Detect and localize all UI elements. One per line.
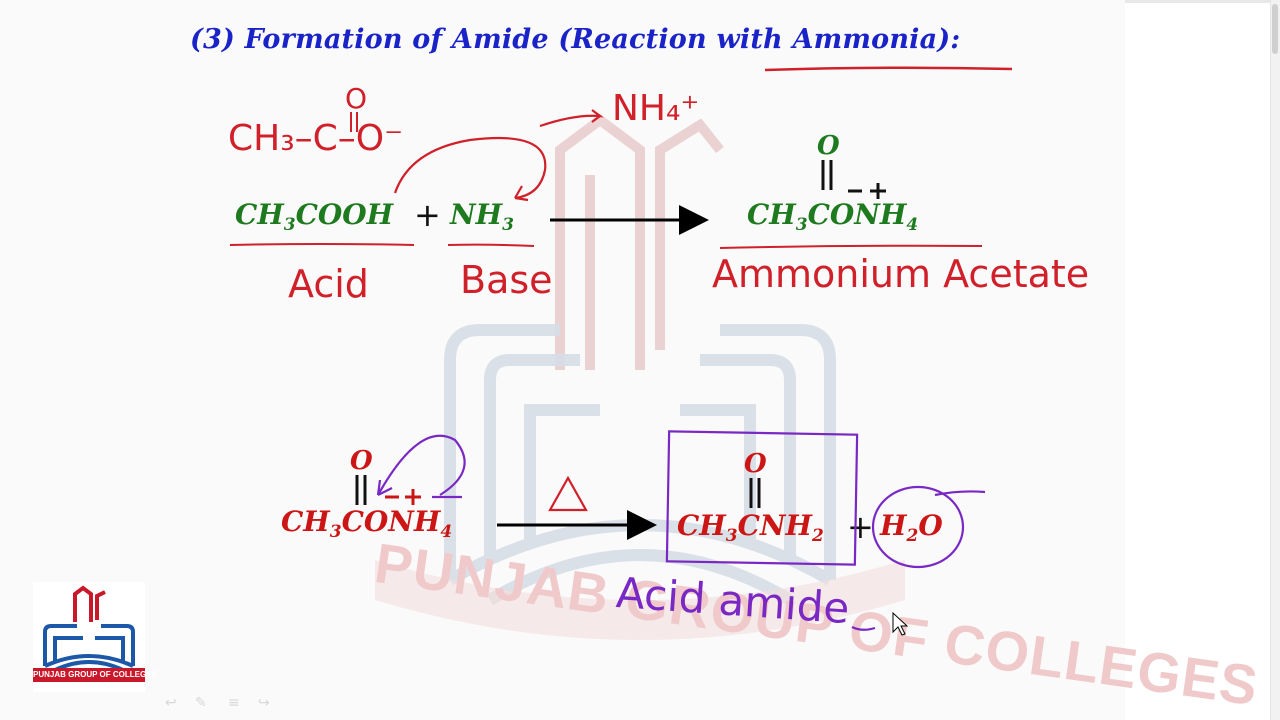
hw-ammonium-ion: NH₄⁺ [612,88,700,129]
page-title: (3) Formation of Amide (Reaction with Am… [190,24,961,55]
reactant2-ammonium-acetate: CH3CONH4 [281,505,453,542]
pen-icon[interactable]: ✎ [195,695,207,711]
charge-markers-1 [848,183,886,199]
logo-caption: PUNJAB GROUP OF COLLEGES [33,668,157,682]
product-carbonyl-oxygen: O [817,131,840,161]
reactant-acetic-acid: CH3COOH [235,198,394,235]
product2-carbonyl-oxygen: O [744,449,767,479]
double-bond-2 [355,475,367,505]
hw-ammonium-acetate-label: Ammonium Acetate [712,252,1090,296]
plus-sign-2: + [847,508,874,546]
hw-structure: CH₃–C–O⁻ [228,118,404,159]
product-ammonium-acetate: CH3CONH4 [747,198,919,235]
reactant2-carbonyl-oxygen: O [350,446,373,476]
mouse-cursor-icon [892,611,909,636]
back-arrow-icon[interactable]: ↩ [165,695,177,711]
double-bond-1 [821,160,833,190]
scrollbar-thumb[interactable] [1272,4,1278,54]
reactant-ammonia: NH3 [450,198,514,235]
menu-icon[interactable]: ≡ [228,695,240,711]
right-panel [1125,0,1280,720]
logo-emblem-icon [43,585,135,672]
hw-base-label: Base [460,258,553,302]
heat-delta-icon [548,475,588,512]
sketch-double-bond [350,112,358,132]
hand-underlines [229,243,983,249]
product-acetamide: CH3CNH2 [677,509,824,546]
double-bond-3 [749,478,761,508]
charge-markers-2 [385,489,421,505]
hw-acid-label: Acid [288,262,369,306]
purple-annotations [376,430,986,631]
scrollbar-track[interactable] [1270,0,1280,720]
product-water: H2O [880,509,943,546]
title-underline [764,66,1013,72]
hand-arrows [393,109,604,202]
watermark-banner [375,560,905,640]
hw-structure-oxygen: O [345,82,368,115]
slide-nav-toolbar: ↩ ✎ ≡ ↪ [160,695,280,715]
plus-sign-1: + [414,196,441,234]
forward-arrow-icon[interactable]: ↪ [258,695,270,711]
annotation-layer [229,66,1013,636]
top-strip [1125,0,1270,3]
watermark-pillars [555,113,724,370]
college-logo: PUNJAB GROUP OF COLLEGES [33,582,157,692]
